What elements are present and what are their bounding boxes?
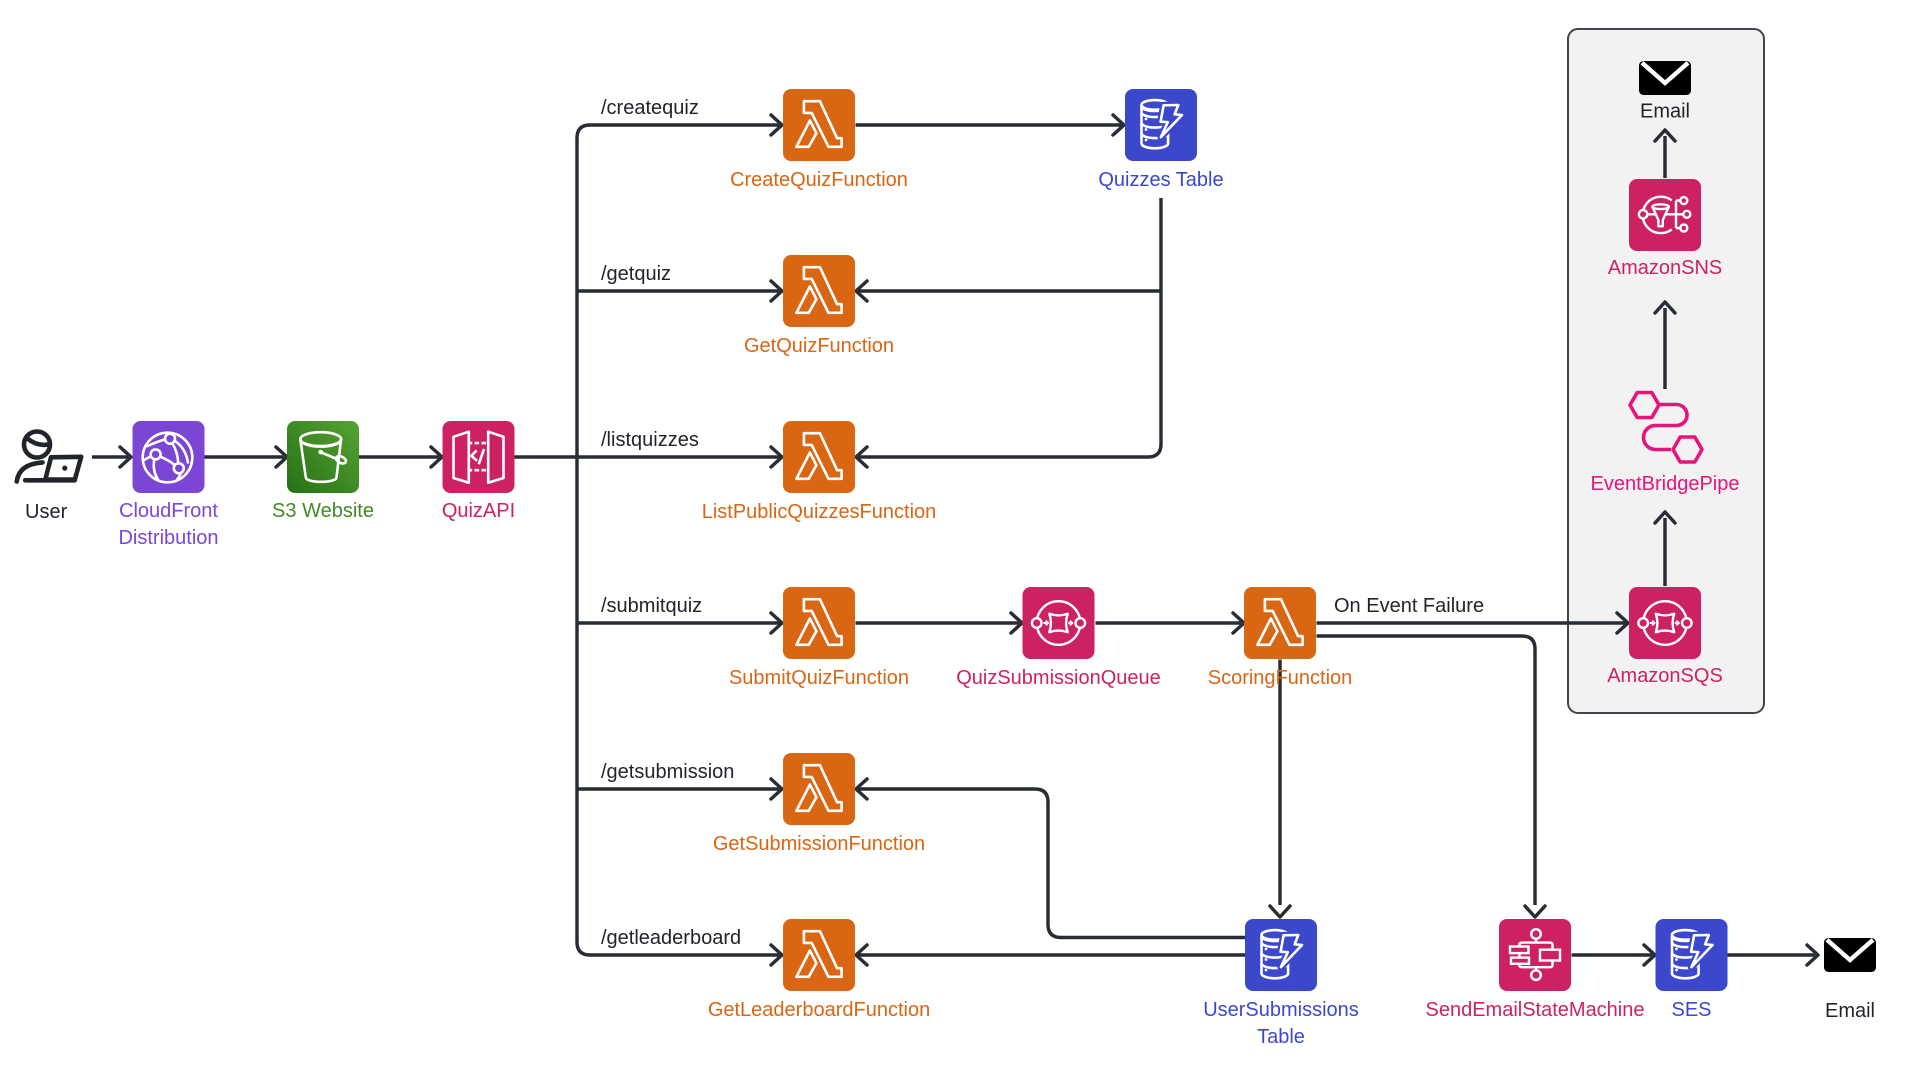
svg-text:ListPublicQuizzesFunction: ListPublicQuizzesFunction: [702, 501, 937, 523]
svg-text:Email: Email: [1825, 1000, 1875, 1022]
svg-text:ScoringFunction: ScoringFunction: [1208, 667, 1353, 689]
svg-text:Table: Table: [1257, 1026, 1305, 1048]
svg-text:QuizAPI: QuizAPI: [442, 500, 515, 522]
svg-text:/getleaderboard: /getleaderboard: [601, 927, 741, 949]
svg-text:/getquiz: /getquiz: [601, 263, 671, 285]
svg-text:AmazonSNS: AmazonSNS: [1608, 257, 1723, 279]
svg-text:CreateQuizFunction: CreateQuizFunction: [730, 169, 908, 191]
svg-text:/createquiz: /createquiz: [601, 97, 699, 119]
svg-text:/submitquiz: /submitquiz: [601, 595, 702, 617]
svg-text:GetLeaderboardFunction: GetLeaderboardFunction: [708, 999, 930, 1021]
svg-text:User: User: [25, 501, 68, 523]
svg-text:AmazonSQS: AmazonSQS: [1607, 665, 1723, 687]
svg-text:GetQuizFunction: GetQuizFunction: [744, 335, 894, 357]
svg-text:SES: SES: [1671, 999, 1711, 1021]
svg-text:On Event Failure: On Event Failure: [1334, 595, 1484, 617]
svg-text:SubmitQuizFunction: SubmitQuizFunction: [729, 667, 909, 689]
svg-text:UserSubmissions: UserSubmissions: [1203, 999, 1359, 1021]
svg-text:QuizSubmissionQueue: QuizSubmissionQueue: [956, 667, 1161, 689]
svg-text:S3 Website: S3 Website: [272, 500, 374, 522]
svg-text:Quizzes Table: Quizzes Table: [1098, 169, 1223, 191]
svg-text:Email: Email: [1640, 101, 1690, 123]
svg-text:CloudFront: CloudFront: [119, 500, 218, 522]
svg-text:Distribution: Distribution: [118, 527, 218, 549]
svg-text:SendEmailStateMachine: SendEmailStateMachine: [1425, 999, 1644, 1021]
svg-text:EventBridgePipe: EventBridgePipe: [1591, 473, 1740, 495]
svg-text:/getsubmission: /getsubmission: [601, 761, 734, 783]
svg-text:GetSubmissionFunction: GetSubmissionFunction: [713, 833, 925, 855]
svg-text:/listquizzes: /listquizzes: [601, 429, 699, 451]
